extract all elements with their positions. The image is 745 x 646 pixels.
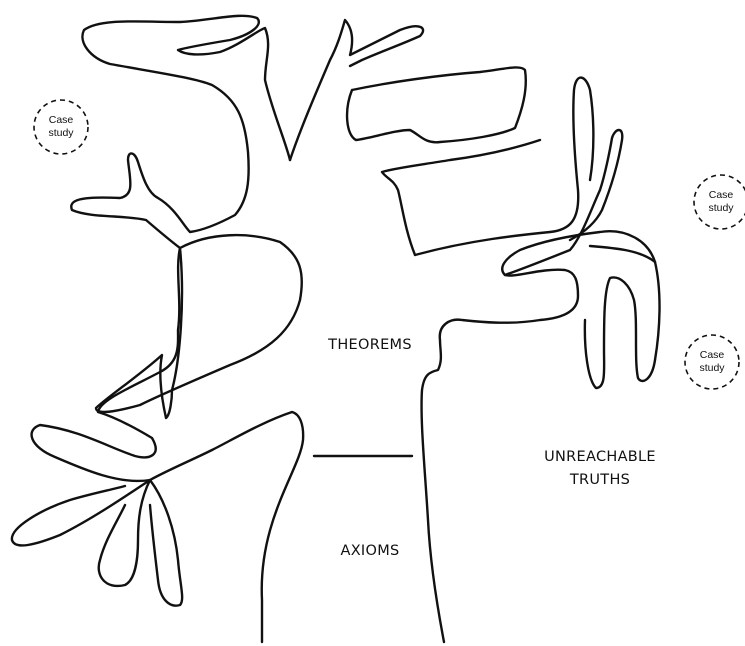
case-study-2-line2: study <box>693 202 745 215</box>
tree-outline-right <box>422 231 660 642</box>
unreachable-truths-label: UNREACHABLE TRUTHS <box>510 446 690 492</box>
unreachable-line2: TRUTHS <box>510 469 690 492</box>
theorems-label: THEOREMS <box>300 334 440 357</box>
tree-branch-right-upper <box>505 130 655 275</box>
case-study-3-line1: Case <box>684 349 740 362</box>
unreachable-line1: UNREACHABLE <box>510 446 690 469</box>
tree-leaf-left <box>96 235 302 418</box>
case-study-2-line1: Case <box>693 189 745 202</box>
case-study-text-3: Case study <box>684 349 740 375</box>
tree-lobe-bottom-left <box>12 480 182 606</box>
case-study-1-line2: study <box>33 127 89 140</box>
tree-leaf-upper-right <box>347 67 526 142</box>
case-study-1-line1: Case <box>33 114 89 127</box>
axioms-label: AXIOMS <box>300 540 440 563</box>
case-study-text-2: Case study <box>693 189 745 215</box>
case-study-3-line2: study <box>684 362 740 375</box>
case-study-text-1: Case study <box>33 114 89 140</box>
tree-branch-right-top <box>382 78 593 255</box>
